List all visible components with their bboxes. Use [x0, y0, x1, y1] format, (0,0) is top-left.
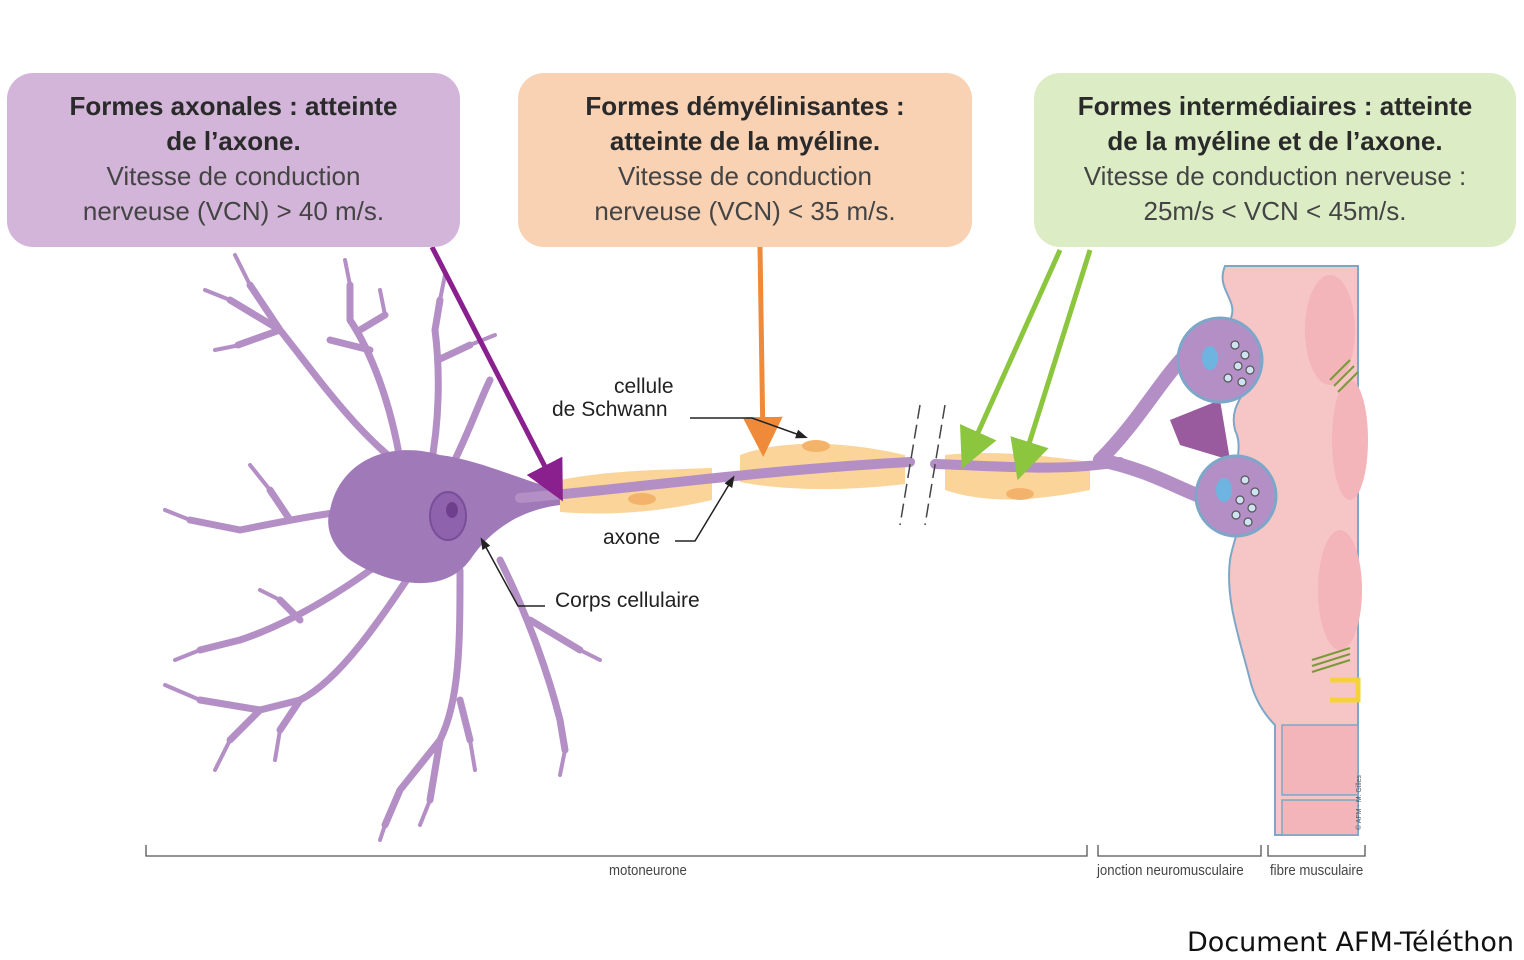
section-brackets [145, 845, 1366, 857]
corps-leader [480, 537, 545, 607]
jonction-label: jonction neuromusculaire [1097, 862, 1244, 879]
fibre-label: fibre musculaire [1270, 862, 1364, 879]
inter-text-line-2: 25m/s < VCN < 45m/s. [1143, 196, 1407, 226]
demyel-text-line-1: Vitesse de conduction [618, 161, 872, 191]
axone-leader [675, 475, 735, 542]
schwann-leader [690, 417, 808, 439]
demyelinating-forms-box: Formes démyélinisantes : atteinte de la … [518, 73, 972, 247]
inter-text-line-1: Vitesse de conduction nerveuse : [1083, 161, 1467, 191]
copyright-note: © AFM - M. Gilles [1356, 775, 1363, 830]
axonal-text-line-2: nerveuse (VCN) > 40 m/s. [82, 196, 385, 226]
inter-title-line-1: Formes intermédiaires : atteinte [1077, 91, 1473, 121]
demyel-title-line-2: atteinte de la myéline. [609, 126, 881, 156]
corps-cellulaire-label: Corps cellulaire [555, 589, 700, 612]
muscle-fiber [1221, 265, 1368, 836]
demyel-title-line-1: Formes démyélinisantes : [585, 91, 905, 121]
demyel-text-line-2: nerveuse (VCN) < 35 m/s. [594, 196, 896, 226]
inter-arrow-2 [1010, 249, 1093, 481]
motoneurone-label: motoneurone [609, 862, 687, 879]
axone-label: axone [603, 526, 661, 549]
axonal-title-line-1: Formes axonales : atteinte [69, 91, 398, 121]
axonal-title-line-2: de l’axone. [166, 126, 301, 156]
intermediate-forms-box: Formes intermédiaires : atteinte de la m… [1034, 73, 1516, 247]
axonal-forms-box: Formes axonales : atteinte de l’axone. V… [7, 73, 460, 247]
schwann-label-line-2: de Schwann [552, 398, 668, 421]
demyel-arrow [742, 246, 783, 457]
schwann-label-line-1: cellule [614, 375, 674, 398]
inter-arrow-1 [959, 248, 1063, 469]
document-credit: Document AFM-Téléthon [1187, 927, 1514, 958]
axon [515, 404, 1125, 526]
mitochondria-icon [1311, 359, 1359, 673]
axonal-arrow [429, 245, 563, 502]
inter-title-line-2: de la myéline et de l’axone. [1107, 126, 1443, 156]
axonal-text-line-1: Vitesse de conduction [106, 161, 361, 191]
cell-body [163, 253, 602, 842]
